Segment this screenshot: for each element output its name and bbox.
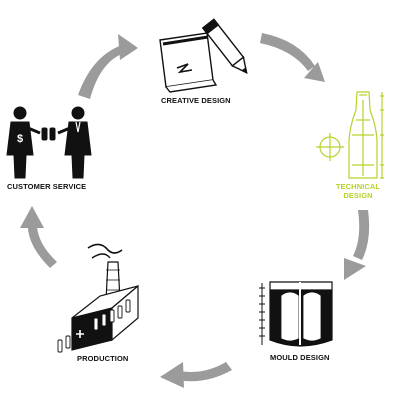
customer-service-label: CUSTOMER SERVICE [7, 182, 87, 191]
mould-icon [259, 281, 333, 347]
cycle-arrows [20, 33, 370, 388]
arrow-technical-to-mould [344, 210, 370, 280]
arrow-creative-to-technical [260, 33, 325, 82]
handshake-businessmen-icon: $ [6, 106, 92, 179]
mould-design-label: MOULD DESIGN [270, 353, 330, 362]
creative-design-label: CREATIVE DESIGN [161, 96, 231, 105]
technical-design-label-line-1: TECHNICAL [335, 182, 381, 191]
technical-design-label: TECHNICAL DESIGN [328, 182, 388, 200]
arrow-production-to-customer [20, 206, 57, 268]
technical-design-label-line-2: DESIGN [343, 191, 373, 200]
bottle-blueprint-icon [316, 91, 384, 179]
production-label: PRODUCTION [77, 354, 129, 363]
notepad-pencil-icon [159, 18, 248, 93]
svg-text:$: $ [17, 133, 23, 145]
factory-icon [57, 243, 139, 353]
arrow-customer-to-creative [78, 34, 138, 99]
arrow-mould-to-production [160, 362, 232, 388]
